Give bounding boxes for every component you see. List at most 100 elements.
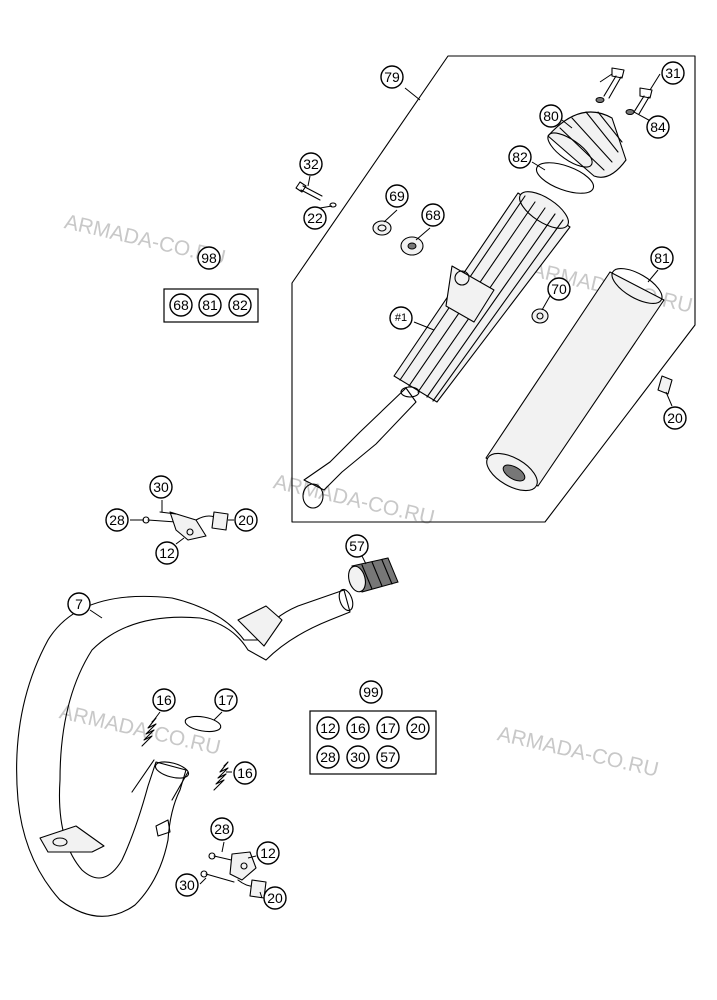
svg-text:99: 99	[363, 684, 379, 700]
callout-57: 57	[345, 534, 369, 558]
callout-79: 79	[380, 65, 404, 89]
svg-text:69: 69	[389, 188, 405, 204]
svg-text:12: 12	[320, 720, 336, 736]
mount-rubbers	[372, 220, 549, 324]
svg-text:28: 28	[109, 512, 125, 528]
svg-text:17: 17	[218, 692, 234, 708]
callout-12-bottom: 12	[256, 841, 280, 865]
kit-98: 98 68 81 82	[163, 246, 259, 323]
callout-30-top: 30	[149, 475, 173, 499]
svg-text:12: 12	[159, 545, 175, 561]
svg-text:82: 82	[232, 297, 248, 313]
callout-20-mid: 20	[234, 508, 258, 532]
svg-text:20: 20	[238, 512, 254, 528]
svg-text:82: 82	[512, 149, 528, 165]
svg-text:68: 68	[173, 297, 189, 313]
svg-text:81: 81	[654, 250, 670, 266]
callout-16-right: 16	[233, 761, 257, 785]
watermark: ARMADA-CO.RU	[495, 722, 660, 781]
silencer-assembly-frame	[291, 55, 696, 523]
kit-99-item: 16	[346, 716, 370, 740]
callout-31: 31	[661, 61, 685, 85]
callout-12-top: 12	[155, 541, 179, 565]
svg-text:79: 79	[384, 69, 400, 85]
callout-20-top: 20	[663, 406, 687, 430]
callout-32: 32	[299, 152, 323, 176]
callout-69: 69	[385, 184, 409, 208]
svg-text:20: 20	[410, 720, 426, 736]
pipe-mount-bracket-top	[142, 511, 229, 541]
svg-text:57: 57	[349, 538, 365, 554]
kit-98-item: 82	[228, 293, 252, 317]
svg-text:17: 17	[380, 720, 396, 736]
svg-text:28: 28	[320, 749, 336, 765]
callout-16-left: 16	[152, 688, 176, 712]
svg-text:57: 57	[380, 749, 396, 765]
spring-clip-top	[657, 375, 673, 395]
svg-text:20: 20	[667, 410, 683, 426]
kit-99-item: 57	[376, 745, 400, 769]
callout-30-bottom: 30	[175, 873, 199, 897]
svg-text:7: 7	[75, 596, 83, 612]
springs	[141, 717, 229, 791]
callout-28-bottom: 28	[210, 817, 234, 841]
end-cap-bolts	[595, 67, 653, 115]
callout-81: 81	[650, 246, 674, 270]
kit-98-item: 68	[169, 293, 193, 317]
svg-text:84: 84	[650, 119, 666, 135]
kit-98-label: 98	[197, 246, 221, 270]
callout-82: 82	[508, 145, 532, 169]
callout-20-bottom: 20	[263, 886, 287, 910]
silencer-body	[302, 191, 571, 509]
svg-text:30: 30	[153, 479, 169, 495]
svg-text:30: 30	[350, 749, 366, 765]
kit-98-item: 81	[198, 293, 222, 317]
callout-68: 68	[421, 203, 445, 227]
svg-text:20: 20	[267, 890, 283, 906]
callout-70: 70	[547, 277, 571, 301]
callout-1: #1	[389, 306, 413, 330]
svg-text:70: 70	[551, 281, 567, 297]
connector-sleeve	[348, 557, 399, 593]
svg-text:80: 80	[543, 108, 559, 124]
kit-99-item: 12	[316, 716, 340, 740]
svg-text:28: 28	[214, 821, 230, 837]
svg-text:#1: #1	[395, 312, 407, 324]
svg-text:16: 16	[156, 692, 172, 708]
end-cap	[547, 111, 627, 178]
kit-98-box	[163, 288, 259, 323]
svg-text:98: 98	[201, 250, 217, 266]
svg-text:32: 32	[303, 156, 319, 172]
callout-80: 80	[539, 104, 563, 128]
svg-text:22: 22	[307, 210, 323, 226]
callout-28-top: 28	[105, 508, 129, 532]
kit-99: 99 12 16 17 20 28 30 57	[309, 680, 437, 775]
o-ring	[535, 162, 595, 194]
kit-99-item: 28	[316, 745, 340, 769]
kit-99-item: 30	[346, 745, 370, 769]
svg-text:16: 16	[237, 765, 253, 781]
bolt-32	[295, 181, 337, 208]
o-ring-17	[184, 715, 222, 733]
svg-text:31: 31	[665, 65, 681, 81]
kit-99-box	[309, 710, 437, 775]
callout-17: 17	[214, 688, 238, 712]
leader-lines	[89, 73, 673, 899]
kit-99-item: 17	[376, 716, 400, 740]
kit-99-item: 20	[406, 716, 430, 740]
watermark: ARMADA-CO.RU	[271, 470, 436, 529]
callout-84: 84	[646, 115, 670, 139]
svg-text:16: 16	[350, 720, 366, 736]
silencer-outer-tube	[485, 268, 665, 492]
svg-text:30: 30	[179, 877, 195, 893]
exhaust-header-pipe	[16, 588, 354, 917]
svg-text:12: 12	[260, 845, 276, 861]
kit-99-label: 99	[359, 680, 383, 704]
svg-text:68: 68	[425, 207, 441, 223]
svg-text:81: 81	[202, 297, 218, 313]
callout-7: 7	[67, 592, 91, 616]
callout-22: 22	[303, 206, 327, 230]
leader-79	[404, 87, 421, 101]
pipe-mount-bracket-bottom	[200, 851, 267, 899]
